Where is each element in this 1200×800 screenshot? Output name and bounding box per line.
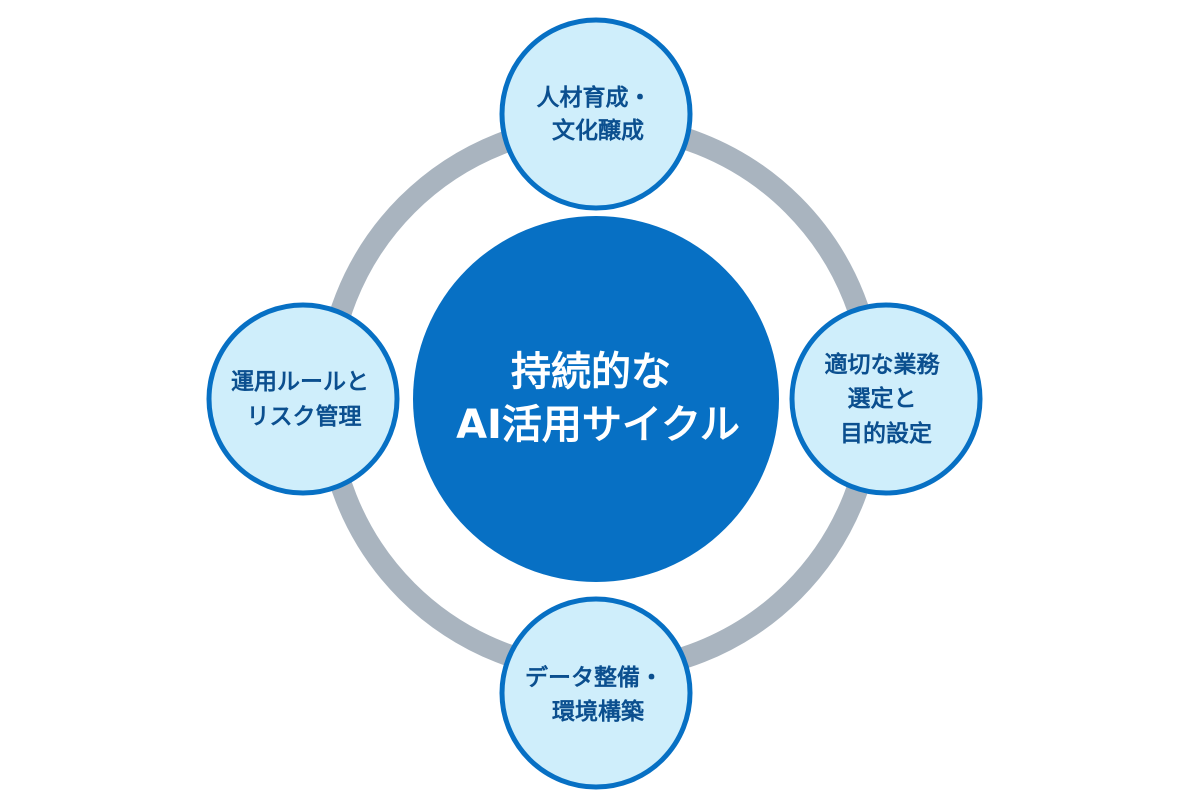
node-data-environment-line-1: データ整備・ (525, 664, 663, 691)
node-task-selection: 適切な業務 選定と 目的設定 (789, 302, 983, 496)
center-label-line-1: 持続的な (511, 349, 671, 395)
node-data-environment-circle (499, 596, 693, 790)
center-circle (413, 216, 779, 582)
node-task-selection-label: 適切な業務 選定と 目的設定 (824, 351, 947, 447)
node-rules-risk-label: 運用ルールと リスク管理 (231, 369, 377, 430)
node-task-selection-line-1: 適切な業務 (824, 351, 940, 378)
node-talent-culture-line-2: 文化醸成 (552, 117, 644, 144)
node-talent-culture-label: 人材育成・ 文化醸成 (536, 84, 659, 144)
node-rules-risk-circle (206, 302, 400, 496)
node-talent-culture-line-1: 人材育成・ (536, 84, 651, 111)
node-rules-risk-line-2: リスク管理 (247, 403, 362, 430)
center-label: 持続的な AI活用サイクル (456, 349, 740, 448)
node-rules-risk-line-1: 運用ルールと (231, 369, 369, 395)
node-task-selection-line-3: 目的設定 (840, 420, 932, 447)
node-talent-culture-circle (499, 17, 693, 211)
node-talent-culture: 人材育成・ 文化醸成 (499, 17, 693, 211)
node-data-environment-label: データ整備・ 環境構築 (525, 664, 671, 725)
node-rules-risk: 運用ルールと リスク管理 (206, 302, 400, 496)
node-task-selection-circle (789, 302, 983, 496)
node-task-selection-line-2: 選定と (847, 385, 916, 412)
center-label-line-2: AI活用サイクル (456, 402, 740, 448)
node-data-environment: データ整備・ 環境構築 (499, 596, 693, 790)
center-node: 持続的な AI活用サイクル (413, 216, 779, 582)
node-data-environment-line-2: 環境構築 (552, 698, 645, 725)
